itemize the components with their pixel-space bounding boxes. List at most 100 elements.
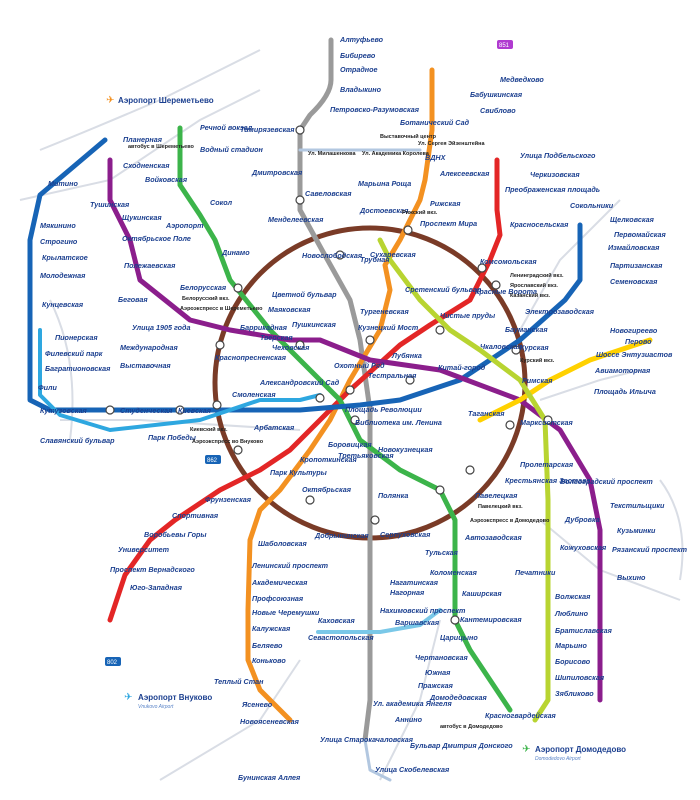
station-label: Кантемировская — [460, 615, 522, 624]
station-label: Воробьевы Горы — [144, 530, 207, 539]
station-label: Беляево — [252, 641, 283, 650]
station-label: Студенческая — [120, 406, 173, 415]
station-label: Коньково — [252, 656, 286, 665]
station-label: Планерная — [123, 135, 163, 144]
station-label: Лубянка — [391, 351, 422, 360]
station-label: Волжская — [555, 592, 591, 601]
station-label: Чеховская — [272, 343, 310, 352]
station-label: Нагорная — [390, 588, 425, 597]
station-label: Марьина Роща — [358, 179, 411, 188]
station-label: Новые Черемушки — [252, 608, 320, 617]
station-label: Серпуховская — [380, 530, 431, 539]
station-label: Тушинская — [90, 200, 130, 209]
station-label: Кропоткинская — [300, 455, 357, 464]
station-label: Нагатинская — [390, 578, 439, 587]
note-label: Ул. Сергея Эйзенштейна — [418, 140, 485, 147]
station-label: Академическая — [251, 578, 308, 587]
station-label: Севастопольская — [308, 633, 374, 642]
station-label: Римская — [522, 376, 553, 385]
station-label: Свиблово — [480, 106, 516, 115]
station-label: Борисово — [555, 657, 591, 666]
station-label: Ул. академика Янгеля — [373, 699, 452, 708]
station-label: Савеловская — [305, 189, 352, 198]
note-label: Ярославский вкз. — [510, 282, 558, 289]
plane-icon: ✈ — [106, 95, 114, 106]
line-10-lightgreen — [377, 237, 551, 723]
station-label: Речной вокзал — [200, 123, 253, 132]
station-label: Бунинская Аллея — [238, 773, 301, 782]
station-label: Медведково — [500, 75, 544, 84]
station-label: Бульвар Дмитрия Донского — [410, 741, 513, 750]
station-label: Площадь Ильича — [594, 387, 656, 396]
station-label: Багратионовская — [45, 364, 111, 373]
line-4-lightblue — [38, 328, 322, 432]
station-label: Менделеевская — [268, 215, 324, 224]
station-label: Южная — [425, 668, 451, 677]
station-label: Университет — [118, 545, 170, 554]
station-label: Курская — [520, 343, 549, 352]
line-2-green — [177, 125, 513, 713]
interchange-circles — [105, 125, 553, 625]
station-label: Ясенево — [241, 700, 273, 709]
station-label: Проспект Мира — [420, 219, 477, 228]
station-label: Марьино — [555, 641, 587, 650]
station-label: Международная — [120, 343, 179, 352]
station-label: Сходненская — [123, 161, 170, 170]
station-label: Сокол — [210, 198, 233, 207]
station-label: Бауманская — [505, 325, 548, 334]
station-label: Павелецкая — [475, 491, 518, 500]
station-label: Люблино — [554, 609, 589, 618]
station-label: Спортивная — [172, 511, 219, 520]
airport-sheremetyevo[interactable]: ✈ Аэропорт Шереметьево — [106, 95, 214, 106]
station-label: Кутузовская — [40, 406, 87, 415]
station-label: Авиамоторная — [594, 366, 651, 375]
airport-vnukovo[interactable]: ✈ Аэропорт Внуково Vnukovo Airport — [124, 692, 212, 710]
station-label: Трубная — [360, 255, 390, 264]
station-label: Тестральная — [368, 371, 417, 380]
station-label: Чистые пруды — [440, 311, 496, 320]
station-label: Петровско-Разумовская — [330, 105, 420, 114]
station-label: Зябликово — [555, 689, 594, 698]
note-label: Аэроэкспресс во Внуково — [192, 439, 264, 445]
station-label: Баррикадная — [240, 323, 288, 332]
airport-subtitle: Domodedovo Airport — [535, 756, 581, 762]
airport-title: Аэропорт Шереметьево — [118, 96, 214, 105]
station-label: Славянский бульвар — [40, 436, 115, 445]
station-label: Тульская — [425, 548, 459, 557]
station-label: Нахимовский проспект — [380, 606, 466, 615]
station-label: Рижская — [430, 199, 461, 208]
station-label: Арбатская — [253, 423, 295, 432]
station-label: ВДНХ — [425, 153, 447, 162]
station-label: Новоясеневская — [240, 717, 300, 726]
station-label: Фрунзенская — [205, 495, 252, 504]
station-label: Китай-город — [438, 363, 486, 372]
note-label: Рижский вкз. — [402, 209, 438, 216]
station-label: Кожуховская — [560, 543, 607, 552]
station-label: Ленинский проспект — [251, 561, 329, 570]
station-label: Красногвардейская — [485, 711, 557, 720]
station-label: Алексеевская — [439, 169, 490, 178]
station-label: Цветной бульвар — [272, 290, 337, 299]
station-label: Фили — [38, 383, 57, 392]
station-label: Войковская — [145, 175, 188, 184]
route-badge: 862 — [207, 458, 218, 464]
station-label: Белорусская — [180, 283, 227, 292]
station-label: Крылатское — [42, 253, 88, 262]
line-butovo — [363, 738, 392, 782]
station-label: Чкаловская — [480, 342, 523, 351]
station-label: Пражская — [418, 681, 454, 690]
line-11-turquoise — [316, 608, 442, 634]
station-label: Шипиловская — [555, 673, 605, 682]
airport-domodedovo[interactable]: ✈ Аэропорт Домодедово Domodedovo Airport — [522, 744, 626, 762]
station-label: Выхино — [617, 573, 646, 582]
station-label: Варшавская — [395, 618, 440, 627]
station-label: Смоленская — [232, 390, 276, 399]
station-label: Марксистская — [520, 418, 574, 427]
station-label: Таганская — [468, 409, 505, 418]
station-label: Третьяковская — [338, 451, 394, 460]
station-label: Аэропорт — [165, 221, 204, 230]
station-label: Каховская — [318, 616, 356, 625]
note-label: Курский вкз. — [520, 357, 555, 364]
line-7-purple — [107, 157, 603, 703]
station-label: Добрынинская — [314, 531, 369, 540]
